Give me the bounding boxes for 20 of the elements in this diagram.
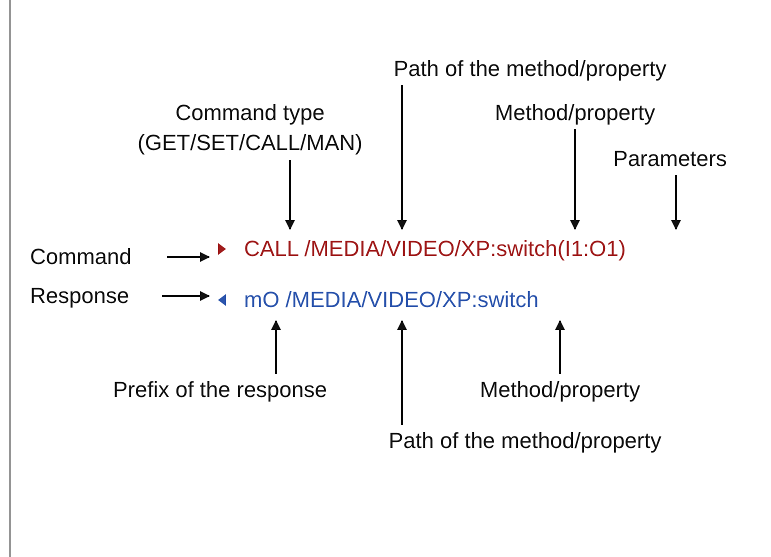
arrow (397, 320, 407, 425)
arrow (167, 252, 210, 262)
annotation-label: Path of the method/property (394, 55, 666, 83)
annotation-label: Command (30, 243, 132, 271)
response-text: mO /MEDIA/VIDEO/XP:switch (244, 286, 539, 314)
arrow (271, 320, 281, 374)
arrow (162, 291, 210, 301)
annotation-label: Parameters (613, 145, 727, 173)
annotation-label: Prefix of the response (112, 376, 327, 404)
annotation-label: Command type (GET/SET/CALL/MAN) (136, 99, 364, 157)
arrow (671, 175, 681, 230)
annotation-label: Path of the method/property (388, 427, 662, 455)
annotation-label: Response (30, 282, 130, 310)
arrow (570, 129, 580, 230)
command-text: CALL /MEDIA/VIDEO/XP:switch(I1:O1) (244, 235, 626, 263)
annotation-label: Method/property (494, 99, 656, 127)
arrow (285, 160, 295, 230)
annotation-label: Method/property (480, 376, 640, 404)
arrow (397, 85, 407, 230)
arrow (555, 320, 565, 374)
